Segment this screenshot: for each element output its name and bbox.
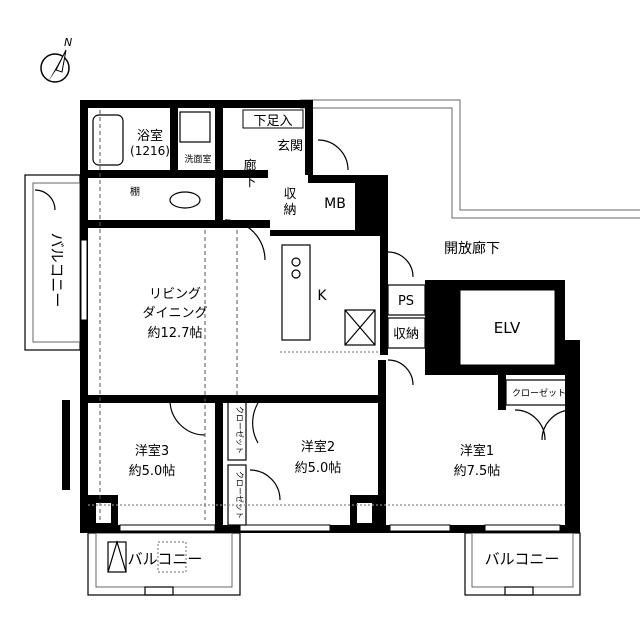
entrance-label: 玄関 xyxy=(277,139,303,154)
windows xyxy=(80,239,561,532)
ps-label: PS xyxy=(398,294,414,309)
room1-label: 洋室1 xyxy=(460,443,494,459)
ps-small-label: PS xyxy=(318,231,326,238)
bath-label: 浴室 xyxy=(137,128,163,144)
living-size: 約12.7帖 xyxy=(148,326,203,341)
corridor-label-1: 廊 xyxy=(243,158,256,174)
open-corridor-label: 開放廊下 xyxy=(444,240,500,257)
open-corridor-outline xyxy=(300,99,640,219)
doors xyxy=(169,139,573,501)
balcony-label-left: バルコニー xyxy=(48,233,66,308)
balcony-label-bottom-right: バルコニー xyxy=(485,550,560,568)
storage-label: 収納 xyxy=(393,327,419,342)
north-label: N xyxy=(64,36,72,49)
elevator-label: ELV xyxy=(494,319,521,337)
closet-label-room2: クローゼット xyxy=(235,471,245,519)
closet-label-room1: クローゼット xyxy=(512,387,566,399)
closet-label-room3: クローゼット xyxy=(235,406,245,454)
balcony-label-bottom-left: バルコニー xyxy=(128,550,203,568)
room2-label: 洋室2 xyxy=(301,439,335,455)
corridor-label-2: 下 xyxy=(243,175,256,190)
hall-storage-label-1: 収 xyxy=(283,187,296,202)
kitchen-label: K xyxy=(317,288,327,304)
mb-label: MB xyxy=(324,196,346,212)
room1-size: 約7.5帖 xyxy=(454,464,501,479)
dining-label: ダイニング xyxy=(142,306,207,321)
washroom-label: 洗面室 xyxy=(184,153,211,165)
shoe-storage-label: 下足入 xyxy=(253,114,292,129)
room3-size: 約5.0帖 xyxy=(129,464,176,479)
north-compass-icon: N xyxy=(40,36,72,83)
bath-size: (1216) xyxy=(130,144,170,158)
room2-size: 約5.0帖 xyxy=(295,461,342,476)
shelf-label: 棚 xyxy=(130,185,140,198)
room3-label: 洋室3 xyxy=(135,443,169,459)
living-label: リビング xyxy=(149,287,201,302)
hall-storage-label-2: 納 xyxy=(283,203,296,218)
